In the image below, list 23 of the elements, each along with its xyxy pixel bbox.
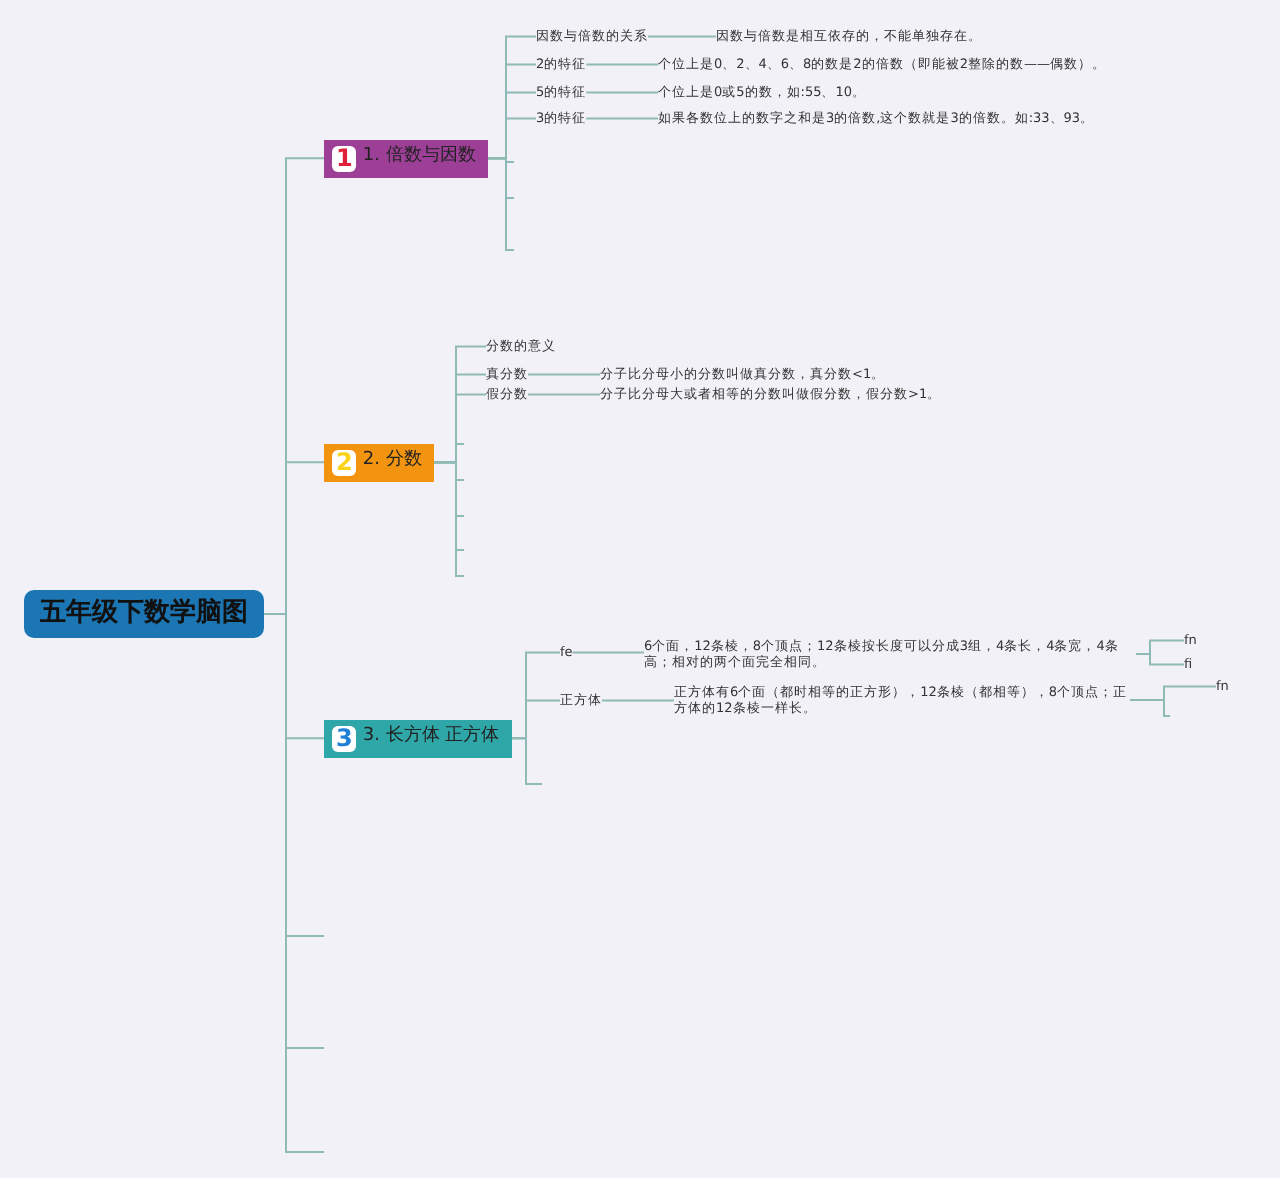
central-topic: 五年级下数学脑图 [24,589,264,639]
connector-line [527,393,601,396]
priority-number: 3 [332,725,357,752]
topic-label: 1. 倍数与因数 [362,146,476,170]
connector-line [585,91,659,94]
priority-number: 1 [332,145,357,172]
connector-line [571,651,645,654]
connector-line [585,63,659,66]
connector-line [1129,698,1171,717]
connector-line [601,699,675,702]
topic-box [324,443,434,482]
connector-line [647,35,717,38]
connector-line [1135,652,1185,666]
priority-number: 2 [332,449,357,476]
topic-label: 3. 长方体 正方体 [362,726,500,750]
connector-line [585,117,659,120]
connector-line [527,373,601,376]
connector-line [486,157,515,251]
topic-box [324,719,512,758]
connector-line [510,737,543,785]
topic-label: 2. 分数 [362,450,422,474]
connector-line [263,612,325,1153]
topic-box [324,139,488,178]
